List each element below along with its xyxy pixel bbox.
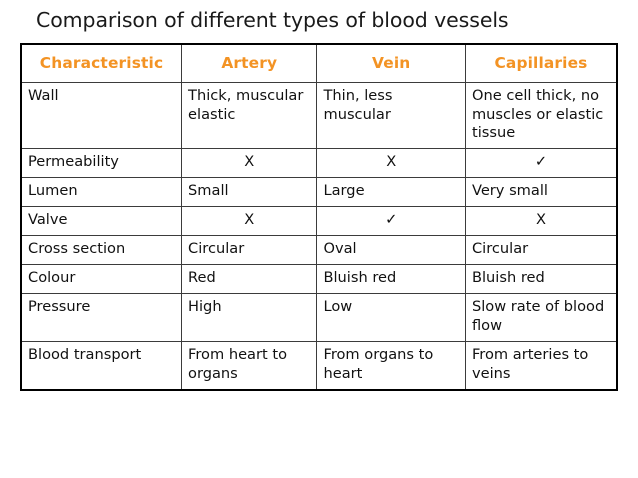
cell-characteristic: Wall — [20, 81, 183, 150]
cell-vein: X — [316, 148, 466, 179]
table-header: Characteristic Artery Vein Capillaries — [20, 43, 618, 83]
table-body: Wall Thick, muscular elastic Thin, less … — [20, 81, 618, 391]
comparison-table: Characteristic Artery Vein Capillaries W… — [20, 43, 618, 392]
cell-vein: Thin, less muscular — [316, 81, 466, 150]
cell-characteristic: Cross section — [20, 235, 183, 266]
table-header-row: Characteristic Artery Vein Capillaries — [20, 43, 618, 83]
table-row: Cross section Circular Oval Circular — [20, 235, 618, 266]
cell-characteristic: Pressure — [20, 293, 183, 343]
cell-characteristic: Valve — [20, 206, 183, 237]
page-title: Comparison of different types of blood v… — [36, 8, 509, 32]
cell-capillaries: ✓ — [464, 148, 618, 179]
cell-artery: From heart to organs — [181, 341, 318, 391]
cell-capillaries: Circular — [464, 235, 618, 266]
table-row: Wall Thick, muscular elastic Thin, less … — [20, 81, 618, 150]
cell-vein: Low — [316, 293, 466, 343]
table-row: Lumen Small Large Very small — [20, 177, 618, 208]
cell-characteristic: Permeability — [20, 148, 183, 179]
cell-artery: Thick, muscular elastic — [181, 81, 318, 150]
cell-artery: Small — [181, 177, 318, 208]
cell-characteristic: Colour — [20, 264, 183, 295]
column-header-vein: Vein — [316, 43, 466, 83]
cell-artery: Red — [181, 264, 318, 295]
table-row: Blood transport From heart to organs Fro… — [20, 341, 618, 391]
cell-characteristic: Lumen — [20, 177, 183, 208]
cell-vein: ✓ — [316, 206, 466, 237]
column-header-capillaries: Capillaries — [464, 43, 618, 83]
table-row: Valve X ✓ X — [20, 206, 618, 237]
column-header-characteristic: Characteristic — [20, 43, 183, 83]
cell-capillaries: One cell thick, no muscles or elastic ti… — [464, 81, 618, 150]
table-row: Permeability X X ✓ — [20, 148, 618, 179]
table-row: Pressure High Low Slow rate of blood flo… — [20, 293, 618, 343]
cell-vein: Oval — [316, 235, 466, 266]
cell-characteristic: Blood transport — [20, 341, 183, 391]
table-row: Colour Red Bluish red Bluish red — [20, 264, 618, 295]
cell-vein: Bluish red — [316, 264, 466, 295]
cell-artery: X — [181, 206, 318, 237]
cell-capillaries: X — [464, 206, 618, 237]
cell-artery: High — [181, 293, 318, 343]
cell-capillaries: From arteries to veins — [464, 341, 618, 391]
cell-artery: X — [181, 148, 318, 179]
cell-vein: From organs to heart — [316, 341, 466, 391]
cell-vein: Large — [316, 177, 466, 208]
column-header-artery: Artery — [181, 43, 318, 83]
cell-capillaries: Slow rate of blood flow — [464, 293, 618, 343]
cell-capillaries: Very small — [464, 177, 618, 208]
cell-capillaries: Bluish red — [464, 264, 618, 295]
cell-artery: Circular — [181, 235, 318, 266]
